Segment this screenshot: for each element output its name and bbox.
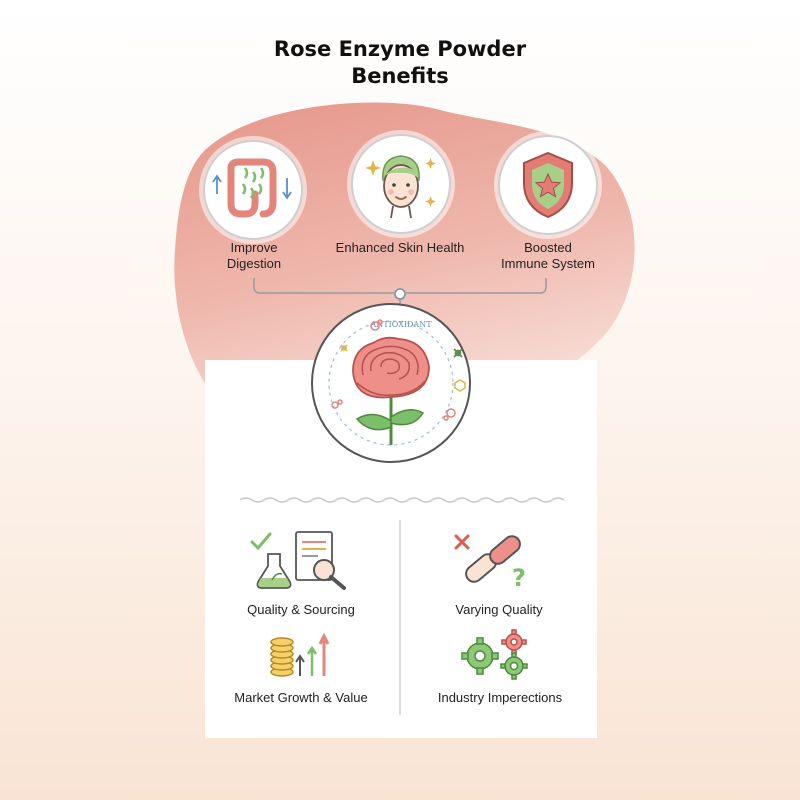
broken-chain-icon: ? [454,534,526,592]
connector-node [394,288,406,300]
skin-circle [351,134,451,234]
question-mark-icon: ? [512,564,526,592]
benefit-label-digestion: Improve Digestion [226,240,282,271]
rose-circle: ANTIOXIDANT [311,303,471,463]
rose-icon: ANTIOXIDANT [328,319,466,446]
face-icon [365,155,436,219]
industry-imperfections-label: Industry Imperections [437,690,563,705]
title-line-1: Rose Enzyme Powder [273,37,527,61]
shield-star-icon [523,151,573,219]
benefit-label-skin: Enhanced Skin Health [335,240,465,255]
lab-inspection-icon [250,531,346,590]
antioxidant-label: ANTIOXIDANT [369,320,432,329]
title-line-2: Benefits [351,64,449,88]
coins-growth-icon [270,632,330,677]
immune-circle [498,135,598,235]
digestion-circle [203,140,303,240]
varying-quality-label: Varying Quality [455,602,543,617]
gears-icon [461,629,528,680]
intestine-icon [212,158,292,218]
quality-sourcing-label: Quality & Sourcing [247,602,355,617]
page-title: Rose Enzyme Powder Benefits [0,36,800,90]
market-growth-label: Market Growth & Value [234,690,368,705]
benefit-label-immune: Boosted Immune System [501,240,595,271]
